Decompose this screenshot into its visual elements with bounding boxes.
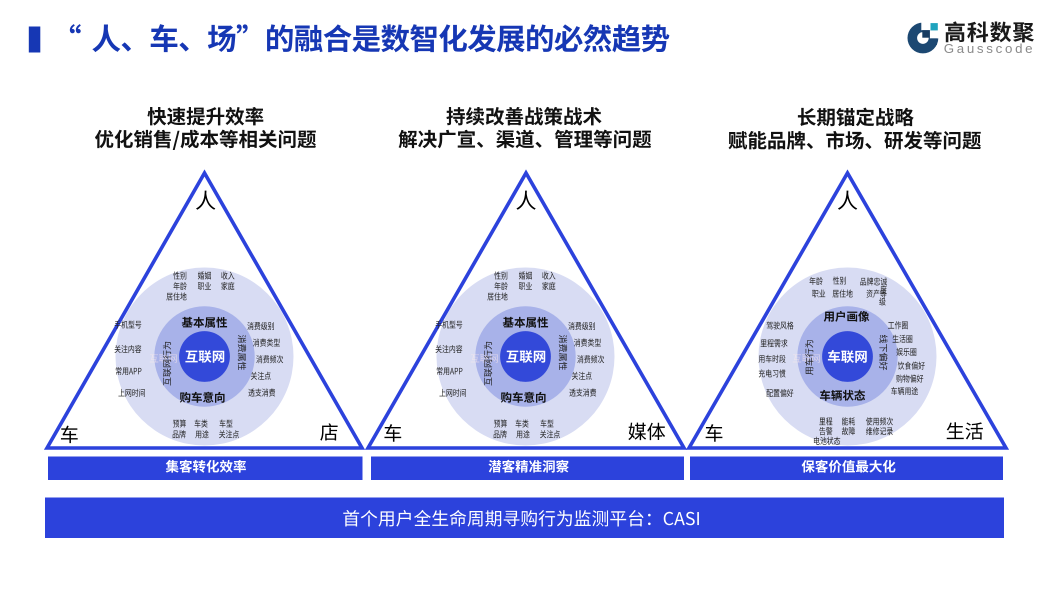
svg-text:Gausscode: Gausscode <box>944 41 1036 56</box>
